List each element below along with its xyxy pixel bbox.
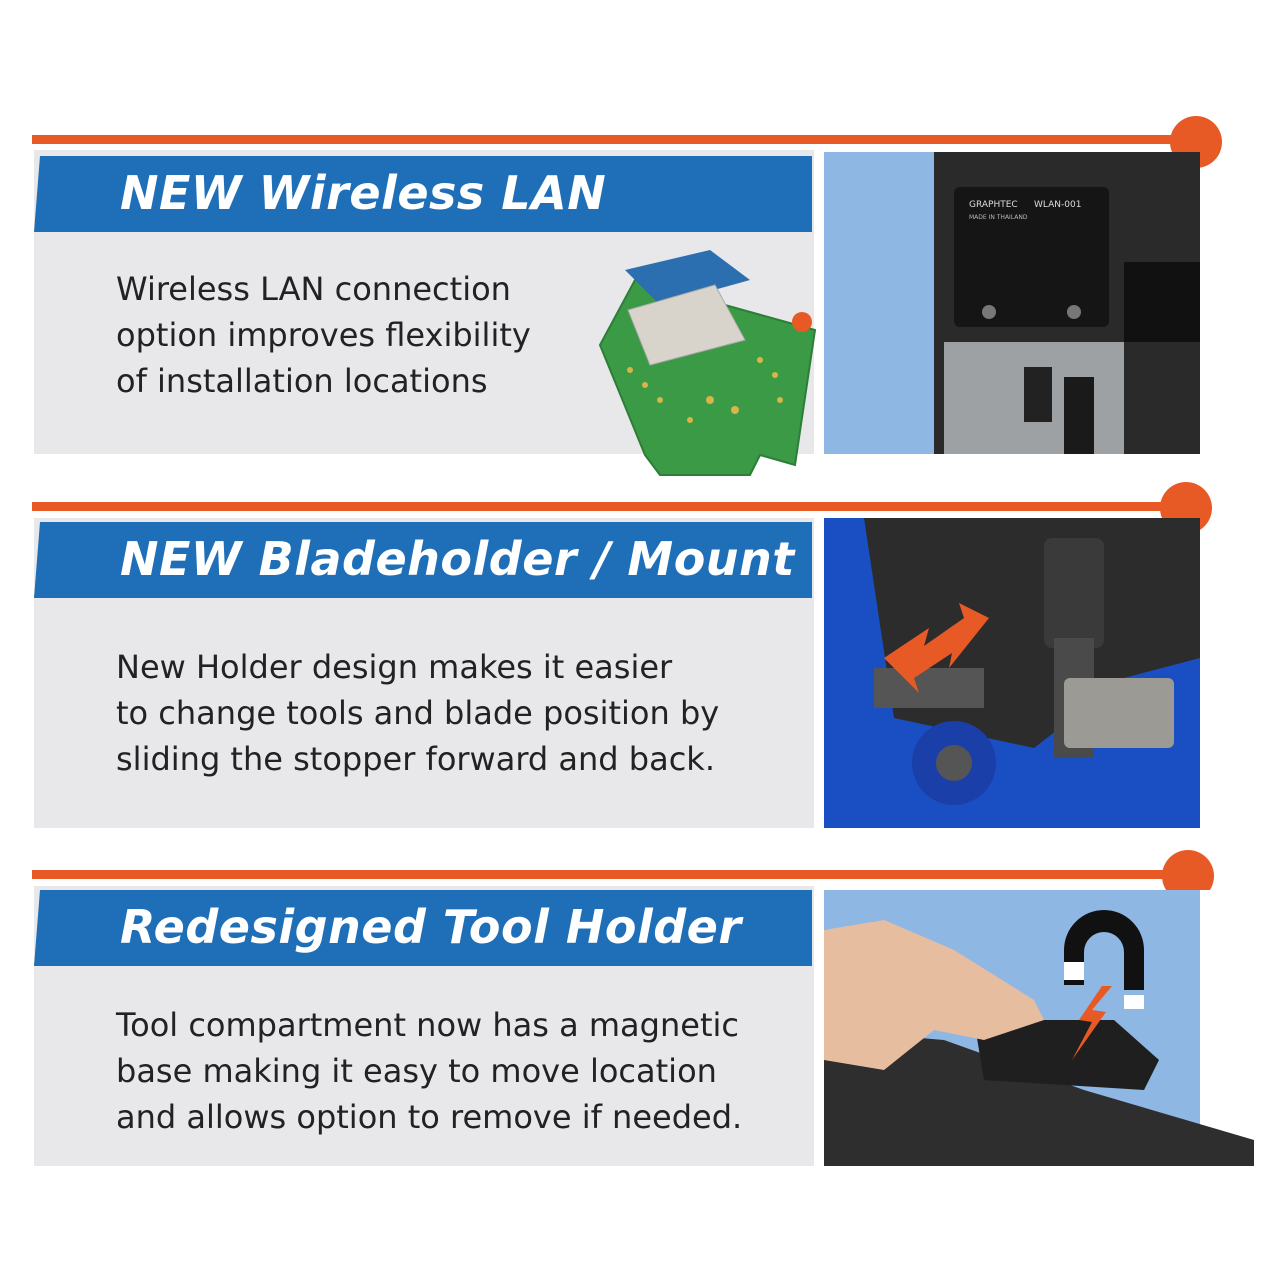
- feature-description: Wireless LAN connection option improves …: [116, 270, 531, 400]
- tool-holder-photo: [824, 890, 1254, 1166]
- accent-line: [32, 870, 1197, 879]
- module-model-label: WLAN-001: [1034, 200, 1082, 210]
- accent-line: [32, 135, 1197, 144]
- module-origin-label: MADE IN THAILAND: [969, 214, 1028, 221]
- feature-description: New Holder design makes it easier to cha…: [116, 648, 720, 778]
- feature-title-bar: NEW Wireless LAN: [34, 156, 812, 232]
- module-brand-label: GRAPHTEC: [969, 200, 1018, 210]
- feature-title: NEW Bladeholder / Mount: [120, 532, 795, 586]
- feature-title: NEW Wireless LAN: [120, 166, 607, 220]
- feature-title: Redesigned Tool Holder: [120, 900, 742, 954]
- accent-line: [32, 502, 1197, 511]
- wireless-lan-photo: GRAPHTEC WLAN-001 MADE IN THAILAND: [824, 152, 1200, 454]
- feature-title-bar: Redesigned Tool Holder: [34, 890, 812, 966]
- wireless-module-image: [598, 250, 817, 476]
- feature-description: Tool compartment now has a magnetic base…: [116, 1006, 743, 1136]
- bladeholder-photo: [824, 518, 1200, 828]
- feature-title-bar: NEW Bladeholder / Mount: [34, 522, 812, 598]
